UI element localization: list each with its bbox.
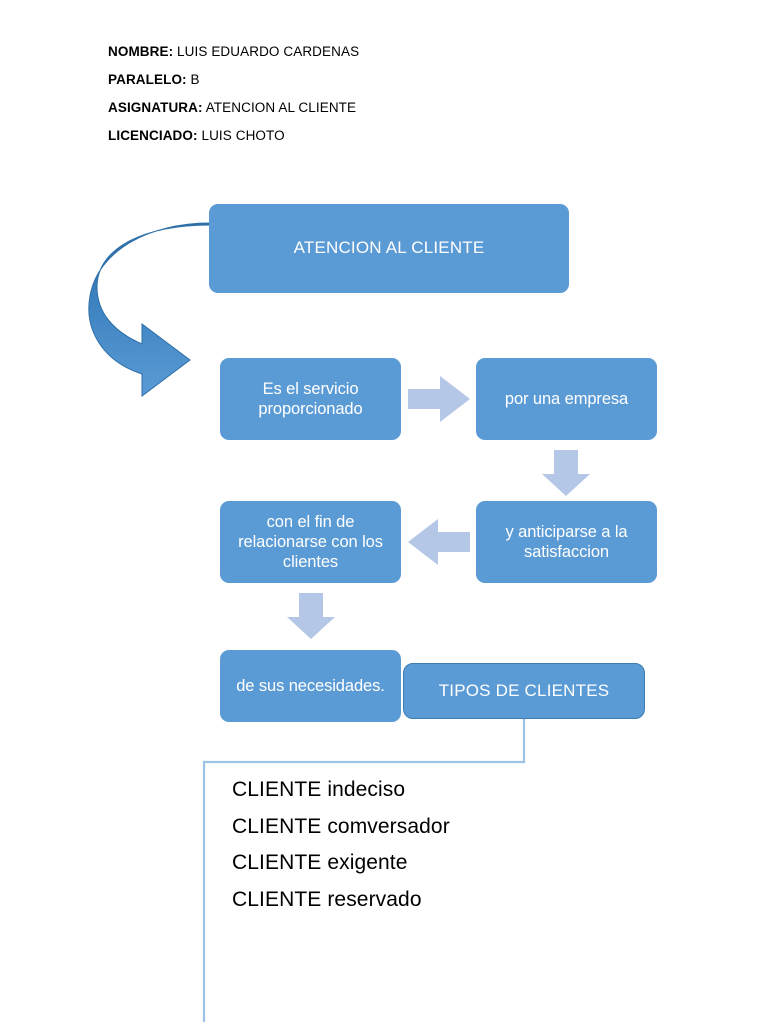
list-item: CLIENTE indeciso <box>232 778 406 801</box>
header-line-paralelo: PARALELO: B <box>108 66 628 94</box>
connector-line <box>202 712 526 1022</box>
list-item: CLIENTE comversador <box>232 814 450 838</box>
header-label-nombre: NOMBRE: <box>108 44 174 59</box>
list-item: CLIENTE reservado <box>232 887 422 911</box>
node-tipos-de-clientes[interactable]: TIPOS DE CLIENTES <box>403 663 645 719</box>
node-de-sus-necesidades[interactable]: de sus necesidades. <box>220 650 401 722</box>
node-por-una-empresa[interactable]: por una empresa <box>476 358 657 440</box>
node-anticipar-label: y anticiparse a la satisfaccion <box>505 522 628 561</box>
arrow-left-icon <box>408 519 470 565</box>
header-value-nombre: LUIS EDUARDO CARDENAS <box>173 44 360 59</box>
header-label-licenciado: LICENCIADO: <box>108 128 198 143</box>
node-necesidad-label: de sus necesidades. <box>236 676 385 695</box>
node-y-anticiparse-a-la-satisfaccion[interactable]: y anticiparse a la satisfaccion <box>476 501 657 583</box>
arrow-right-icon <box>408 376 470 422</box>
node-title-label: ATENCION AL CLIENTE <box>293 238 485 258</box>
header-value-asignatura: ATENCION AL CLIENTE <box>202 100 357 115</box>
node-tipos-label: TIPOS DE CLIENTES <box>438 680 610 700</box>
node-empresa-label: por una empresa <box>504 389 629 408</box>
header-value-licenciado: LUIS CHOTO <box>197 128 285 143</box>
list-item: CLIENTE exigente <box>232 851 408 874</box>
student-header-block: NOMBRE: LUIS EDUARDO CARDENAS PARALELO: … <box>108 38 628 150</box>
header-line-nombre: NOMBRE: LUIS EDUARDO CARDENAS <box>108 38 628 66</box>
header-value-paralelo: B <box>186 72 200 87</box>
node-es-el-servicio-proporcionado[interactable]: Es el servicio proporcionado <box>220 358 401 440</box>
header-line-asignatura: ASIGNATURA: ATENCION AL CLIENTE <box>108 94 628 122</box>
node-servicio-label: Es el servicio proporcionado <box>258 379 363 418</box>
client-types-list: CLIENTE indeciso CLIENTE comversador CLI… <box>232 772 652 918</box>
curved-loop-arrow-icon <box>88 222 211 397</box>
node-con-el-fin-de-relacionarse[interactable]: con el fin de relacionarse con los clien… <box>220 501 401 583</box>
arrow-down-icon-2 <box>287 593 335 639</box>
arrow-down-icon-1 <box>542 450 590 496</box>
node-relacion-label: con el fin de relacionarse con los clien… <box>238 512 383 572</box>
header-label-paralelo: PARALELO: <box>108 72 187 87</box>
node-atencion-al-cliente[interactable]: ATENCION AL CLIENTE <box>209 204 569 293</box>
header-line-licenciado: LICENCIADO: LUIS CHOTO <box>108 122 628 150</box>
header-label-asignatura: ASIGNATURA: <box>108 100 203 115</box>
